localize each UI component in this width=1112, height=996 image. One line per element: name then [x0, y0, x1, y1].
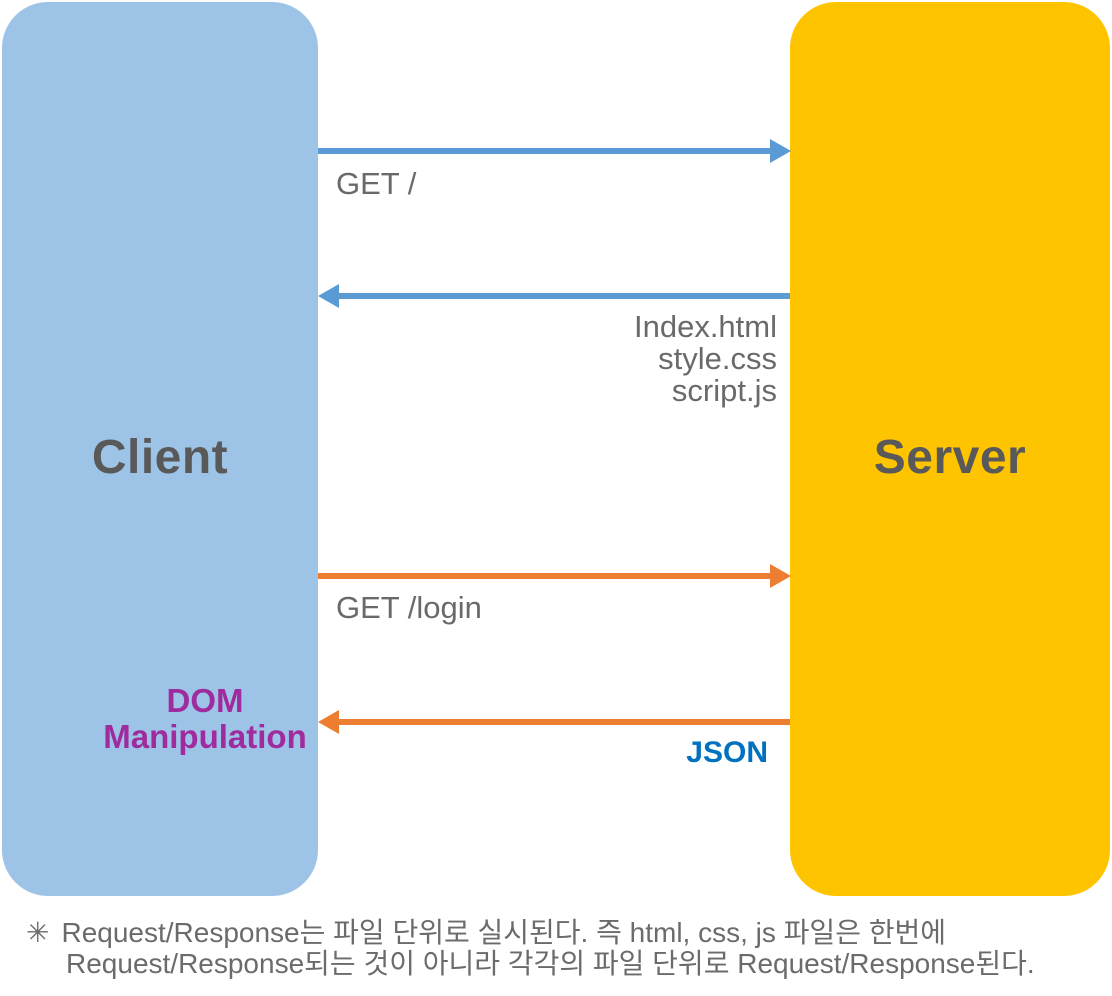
response-file-3: script.js — [671, 373, 777, 408]
client-node-box: Client — [2, 2, 318, 896]
request-login-arrow-shaft — [318, 573, 770, 579]
asterisk-icon: ✳ — [26, 917, 50, 948]
response-file-1: Index.html — [633, 309, 777, 344]
request-login-label: GET /login — [336, 590, 482, 625]
response-json-arrow-shaft — [338, 719, 790, 725]
footnote-line-1: Request/Response는 파일 단위로 실시된다. 즉 html, c… — [61, 917, 947, 948]
server-title: Server — [873, 431, 1027, 484]
arrowhead-right-icon — [770, 139, 791, 163]
footnote-line-2: Request/Response되는 것이 아니라 각각의 파일 단위로 Req… — [66, 948, 1035, 979]
arrowhead-left-icon — [318, 710, 339, 734]
dom-manipulation-annotation: DOM Manipulation — [60, 683, 350, 755]
response-files-label: Index.html style.css script.js — [634, 311, 777, 407]
response-files-arrow-shaft — [338, 293, 790, 299]
response-file-2: style.css — [658, 341, 777, 376]
client-title: Client — [91, 431, 229, 484]
dom-annotation-line-1: DOM — [166, 682, 244, 719]
request-root-label: GET / — [336, 166, 417, 201]
server-node-box: Server — [790, 2, 1110, 896]
arrowhead-right-icon — [770, 564, 791, 588]
dom-annotation-line-2: Manipulation — [103, 718, 307, 755]
footnote: ✳ Request/Response는 파일 단위로 실시된다. 즉 html,… — [26, 917, 1035, 979]
response-json-label: JSON — [686, 736, 768, 769]
arrowhead-left-icon — [318, 284, 339, 308]
request-root-arrow-shaft — [318, 148, 770, 154]
